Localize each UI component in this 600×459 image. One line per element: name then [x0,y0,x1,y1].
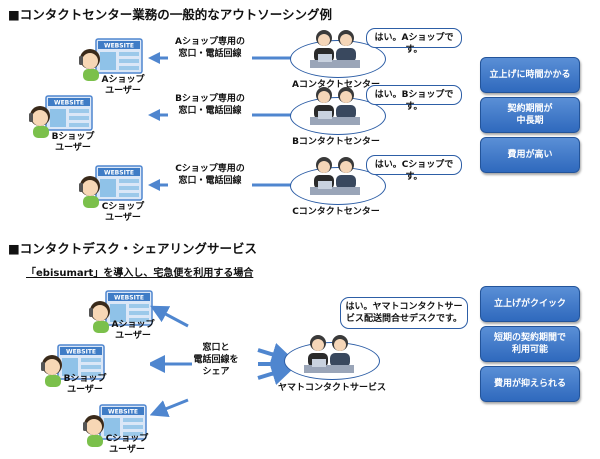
benefit-text: 立上げがクイック [493,299,566,309]
issue-text: 中長期 [516,116,544,126]
benefit-text: 短期の契約期間で [493,333,566,343]
shop-b-user-label-line: ユーザー [55,143,91,153]
shared-shop-a-user-label-line: ユーザー [115,331,151,341]
yamato-speech-bubble: はい。ヤマトコンタクトサー ビス配送問合せデスクです。 [340,297,468,329]
shop-c-user-icon: WEBSITE [78,165,144,209]
shared-label: 窓口と 電話回線を シェア [188,342,244,378]
arrow-to-center-3 [257,362,296,385]
shop-a-user-label: Aショップユーザー [98,75,148,97]
shared-shop-b-user-label-line: Bショップ [63,374,107,384]
shared-shop-c-user-label: Cショップユーザー [102,434,152,456]
speech-bubble-a: はい。Aショップです。 [366,28,462,55]
shop-a-user-icon: WEBSITE [78,38,144,82]
shared-shop-c-user-icon: WEBSITE [82,404,148,448]
channel-a-label: Aショップ専用の窓口・電話回線 [168,36,252,60]
shared-shop-c-user-label-line: Cショップ [105,434,149,444]
channel-a-label-line: 窓口・電話回線 [178,49,242,59]
section1-title: ■コンタクトセンター業務の一般的なアウトソーシング例 [8,7,333,22]
website-text: WEBSITE [104,170,134,177]
shared-shop-a-user-label: Aショップユーザー [108,320,158,342]
issue-text: 費用が高い [507,150,553,160]
channel-b-label: Bショップ専用の窓口・電話回線 [168,93,252,117]
shared-shop-b-user-icon: WEBSITE [40,344,106,388]
benefit-pill-short-contract: 短期の契約期間で利用可能 [480,326,580,362]
shop-c-user-label-line: ユーザー [105,213,141,223]
channel-c-label-line: 窓口・電話回線 [178,176,242,186]
shared-shop-c-user-label-line: ユーザー [109,445,145,455]
channel-c-label-line: Cショップ専用の [175,164,245,174]
shop-b-user-label-line: Bショップ [51,132,95,142]
shared-label-line: 窓口と [202,343,230,353]
benefit-pill-low-cost: 費用が抑えられる [480,366,580,402]
arrow-to-c-user [150,398,189,418]
operators-icon [306,151,370,199]
yamato-center-oval [284,342,380,380]
website-text: WEBSITE [54,100,84,107]
channel-b-label-line: Bショップ専用の [175,94,245,104]
shared-label-line: シェア [202,367,230,377]
shared-shop-b-user-label: Bショップユーザー [60,374,110,396]
operators-icon [306,24,370,72]
issue-pill-long-contract: 契約期間が中長期 [480,97,580,133]
issue-text: 契約期間が [507,104,553,114]
website-text: WEBSITE [114,295,144,302]
website-text: WEBSITE [104,43,134,50]
yamato-center-label: ヤマトコンタクトサービス [277,383,386,393]
arrow-to-center-1 [257,343,296,366]
operators-icon [306,81,370,129]
channel-c-label: Cショップ専用の窓口・電話回線 [168,163,252,187]
issue-text: 立上げに時間かかる [489,70,571,80]
shop-c-user-label-line: Cショップ [101,202,145,212]
speech-bubble-b: はい。Bショップです。 [366,85,462,112]
shop-b-user-label: Bショップユーザー [48,132,98,154]
website-text: WEBSITE [108,409,138,416]
shared-shop-a-user-icon: WEBSITE [88,290,154,334]
shop-a-user-label-line: Aショップ [101,75,145,85]
shop-b-user-icon: WEBSITE [28,95,94,139]
shop-c-user-label: Cショップユーザー [98,202,148,224]
website-text: WEBSITE [66,349,96,356]
shared-label-line: 電話回線を [193,355,239,365]
bubble-line: ビス配送問合せデスクです。 [345,314,463,324]
arrow-to-a-user [150,305,189,328]
benefit-text: 費用が抑えられる [493,379,566,389]
issue-pill-high-cost: 費用が高い [480,137,580,173]
benefit-text: 利用可能 [511,345,548,355]
operators-icon [300,329,364,377]
section2-title: ■コンタクトデスク・シェアリングサービス [8,241,258,256]
center-b-label: Bコンタクトセンター [292,137,380,147]
speech-bubble-c: はい。Cショップです。 [366,155,462,182]
shared-shop-a-user-label-line: Aショップ [111,320,155,330]
shop-a-user-label-line: ユーザー [105,86,141,96]
shared-shop-b-user-label-line: ユーザー [67,385,103,395]
bubble-line: はい。ヤマトコンタクトサー [345,302,463,312]
channel-b-label-line: 窓口・電話回線 [178,106,242,116]
center-a-label: Aコンタクトセンター [292,80,380,90]
section2-subtitle: 「ebisumart」を導入し、宅急便を利用する場合 [26,268,254,279]
channel-a-label-line: Aショップ専用の [175,37,245,47]
issue-pill-slow-setup: 立上げに時間かかる [480,57,580,93]
center-c-label: Cコンタクトセンター [292,207,380,217]
benefit-pill-quick-setup: 立上げがクイック [480,286,580,322]
shared-arrows [150,305,296,418]
